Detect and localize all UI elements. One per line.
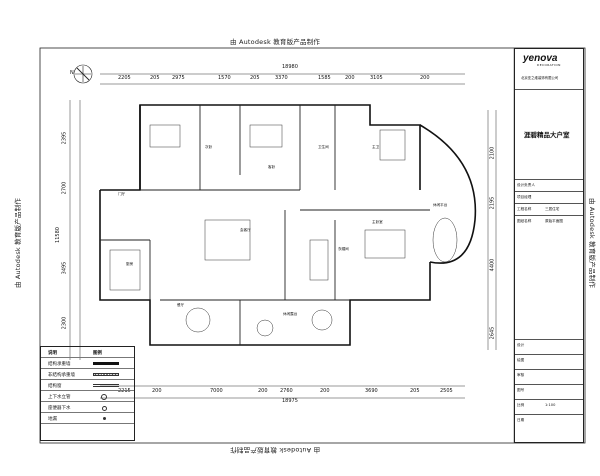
right-dim-4: 2645 — [489, 326, 496, 340]
tb-label: 比例 — [517, 403, 525, 407]
bottom-dim-3: 7000 — [210, 388, 223, 394]
tb-label: 项目经理 — [517, 195, 532, 199]
title-block-divider — [515, 179, 583, 180]
bottom-dim-8: 205 — [410, 388, 420, 394]
top-dim-4: 1570 — [218, 75, 231, 81]
bottom-dim-5: 2760 — [280, 388, 293, 394]
legend-item-name: 上下水立管 — [48, 395, 71, 400]
company-name: 北京亚之维装饰有限公司 — [521, 76, 559, 80]
bottom-dim-9: 2505 — [440, 388, 453, 394]
right-dim-3: 4400 — [489, 258, 496, 272]
room-label: 衣帽间 — [338, 247, 349, 251]
legend-row: 非结构承重墙 — [41, 369, 134, 380]
room-label: 客卧 — [268, 165, 276, 169]
top-total-dimension: 18980 — [282, 64, 298, 70]
legend-row: 地漏 — [41, 413, 134, 424]
room-label: 卫生间 — [318, 145, 329, 149]
top-dim-6: 3370 — [275, 75, 288, 81]
tb-label: 设计 — [517, 343, 525, 347]
hatch-wall-swatch — [93, 373, 119, 376]
tb-label: 图纸名称 — [517, 219, 532, 223]
bottom-dim-7: 3690 — [365, 388, 378, 394]
top-dim-3: 2975 — [172, 75, 185, 81]
tb-label: 绘图 — [517, 358, 525, 362]
room-label: 厨房 — [126, 262, 134, 266]
company-logo: yenova — [523, 53, 558, 64]
legend-row: 结构承重墙 — [41, 358, 134, 369]
top-dim-8: 200 — [345, 75, 355, 81]
room-label: 主卧室 — [372, 220, 383, 224]
tb-value: 1:100 — [545, 403, 556, 407]
toilet-drain-icon — [102, 406, 107, 411]
left-dim-1: 2395 — [61, 131, 68, 145]
project-name: 涯碧精品大户室 — [524, 131, 570, 139]
solid-wall-swatch — [93, 362, 119, 365]
title-block-divider — [515, 339, 583, 340]
tb-value: 三居住宅 — [545, 207, 560, 211]
bottom-dim-6: 200 — [320, 388, 330, 394]
tb-label: 工程名称 — [517, 207, 532, 211]
left-dim-2: 2700 — [61, 181, 68, 195]
title-block-divider — [515, 203, 583, 204]
north-compass — [73, 64, 93, 84]
title-block-divider — [515, 399, 583, 400]
legend-item-name: 非结构承重墙 — [48, 373, 75, 378]
tb-label: 审核 — [517, 373, 525, 377]
legend-row: 上下水立管 — [41, 391, 134, 402]
title-block-divider — [515, 414, 583, 415]
left-dim-3: 11580 — [54, 227, 61, 243]
legend-header-name: 说明 — [48, 351, 57, 356]
top-dim-2: 205 — [150, 75, 160, 81]
company-logo-sub: DECORATION — [537, 63, 561, 67]
room-label: 餐厅 — [177, 303, 185, 307]
legend-item-name: 结构窗 — [48, 384, 62, 389]
tb-label: 设计负责人 — [517, 183, 535, 187]
room-label: 次卧 — [205, 145, 213, 149]
top-dim-10: 200 — [420, 75, 430, 81]
room-label: 休闲平台 — [433, 203, 448, 207]
top-dim-1: 2205 — [118, 75, 131, 81]
title-block-divider — [515, 89, 583, 90]
top-dim-7: 1585 — [318, 75, 331, 81]
legend-header-symbol: 图例 — [93, 351, 102, 356]
title-block: yenova DECORATION 北京亚之维装饰有限公司 涯碧精品大户室 设计… — [514, 48, 584, 443]
title-block-divider — [515, 215, 583, 216]
legend-item-name: 结构承重墙 — [48, 362, 71, 367]
compass-label: N — [70, 70, 74, 76]
floor-drain-icon — [103, 417, 106, 420]
room-label: 主卫 — [372, 145, 380, 149]
legend-row: 结构窗 — [41, 380, 134, 391]
tb-label: 日期 — [517, 418, 525, 422]
title-block-divider — [515, 369, 583, 370]
tb-value: 原始平面图 — [545, 219, 563, 223]
room-label: 门厅 — [118, 192, 126, 196]
title-block-divider — [515, 191, 583, 192]
right-dim-2: 2195 — [489, 196, 496, 210]
room-label: 会客厅 — [240, 228, 251, 232]
bottom-dim-1: 2215 — [118, 388, 131, 394]
right-dim-1: 2100 — [489, 146, 496, 160]
legend-table: 说明 图例 结构承重墙 非结构承重墙 结构窗 上下水立管 座便器下水 地漏 — [40, 346, 135, 441]
legend-row: 座便器下水 — [41, 402, 134, 413]
legend-item-name: 座便器下水 — [48, 406, 71, 411]
top-dim-5: 205 — [250, 75, 260, 81]
legend-header: 说明 图例 — [41, 347, 134, 358]
legend-item-name: 地漏 — [48, 417, 57, 422]
bottom-total-dimension: 18975 — [282, 398, 298, 404]
watermark-top: 由 Autodesk 教育版产品制作 — [230, 38, 321, 46]
title-block-divider — [515, 384, 583, 385]
window-swatch — [93, 384, 119, 387]
tb-label: 图号 — [517, 388, 525, 392]
pipe-circle-icon — [101, 394, 107, 400]
left-dim-5: 2300 — [61, 316, 68, 330]
top-dim-9: 3105 — [370, 75, 383, 81]
room-label: 休闲露台 — [283, 312, 298, 316]
bottom-dim-4: 200 — [258, 388, 268, 394]
title-block-divider — [515, 354, 583, 355]
bottom-dim-2: 200 — [152, 388, 162, 394]
left-dim-4: 3495 — [61, 261, 68, 275]
